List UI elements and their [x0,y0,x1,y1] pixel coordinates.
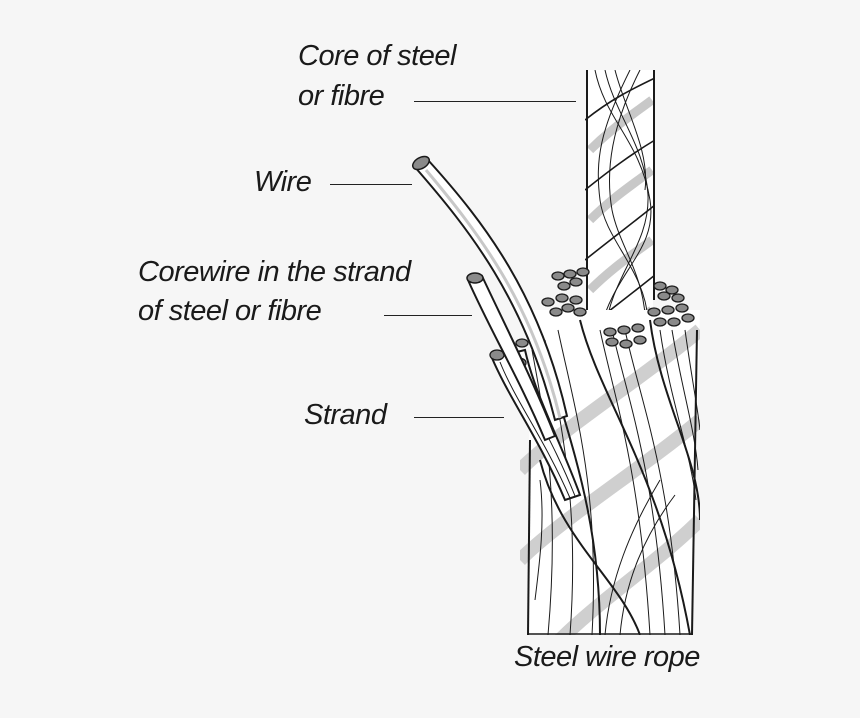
wire-label: Wire [254,168,311,197]
corewire-label-line1: Corewire in the strand [138,258,411,287]
core-label-line2: or fibre [298,82,384,111]
strand-leader-line [414,417,504,418]
corewire-leader-line [384,315,472,316]
core-leader-line [414,101,576,102]
corewire-label-line2: of steel or fibre [138,297,321,326]
single-wire [410,154,567,420]
wire-leader-line [330,184,412,185]
rope-label: Steel wire rope [514,643,724,672]
strand-end-back [552,268,589,290]
strand-end-right-back [654,282,684,302]
strand-label: Strand [304,401,386,430]
core-label-line1: Core of steel [298,42,456,71]
